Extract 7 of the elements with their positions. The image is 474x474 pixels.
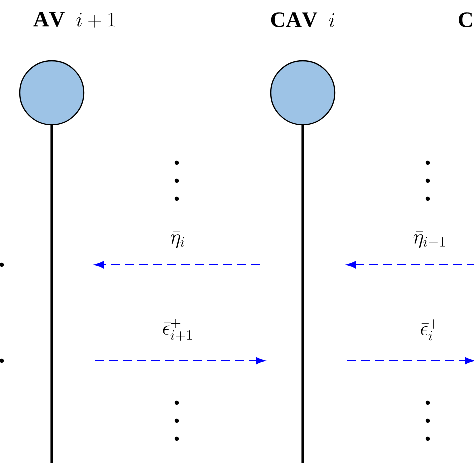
arrow-label: $\bar{\eta}_i$ (170, 232, 184, 248)
arrow-label: $\bar{\epsilon}_{i}^{+}$ (421, 320, 439, 341)
vehicle-heading: $\mathbf{CAV}\ \ i$ (271, 12, 335, 28)
vehicle-heading: $\mathbf{AV}\ \ i+1$ (34, 12, 115, 28)
arrow-label: $\bar{\eta}_{i-1}$ (414, 232, 446, 248)
arrow-label: $\bar{\epsilon}_{i+1}^{+}$ (163, 319, 192, 341)
vehicle-heading: $\mathbf{C}$ (459, 12, 472, 28)
